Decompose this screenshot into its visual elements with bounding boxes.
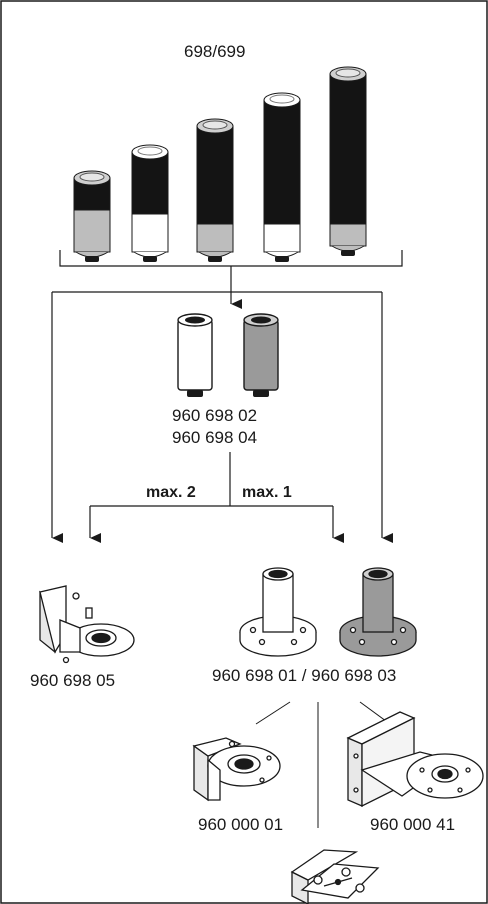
series-title: 698/699	[184, 42, 246, 61]
mounting-plate-image	[290, 849, 380, 904]
signal-tower-2	[131, 144, 169, 262]
tube-base-white	[239, 567, 317, 657]
tube-base-part-numbers: 960 698 01 / 960 698 03	[212, 666, 397, 685]
wall-arm-part-number: 960 000 41	[370, 815, 456, 834]
wall-bracket-part-number: 960 698 05	[30, 671, 116, 690]
adapter-white	[177, 313, 213, 397]
signal-tower-4	[263, 92, 301, 262]
adapter-part-number-1: 960 698 02	[172, 406, 258, 425]
wall-arm-image	[346, 711, 484, 808]
max-right-label: max. 1	[242, 484, 292, 501]
signal-tower-3	[196, 118, 234, 262]
adapter-grey	[243, 313, 279, 397]
towers-bracket	[59, 250, 403, 309]
angle-bracket-part-number: 960 000 01	[198, 815, 284, 834]
tube-base-grey	[339, 567, 417, 657]
distribution-lines	[51, 291, 393, 543]
max-branch-lines	[89, 452, 344, 543]
angle-bracket-image	[192, 737, 281, 802]
signal-tower-5	[329, 66, 367, 256]
adapter-part-number-2: 960 698 04	[172, 428, 258, 447]
max-left-label: max. 2	[146, 484, 196, 501]
wall-bracket-image	[39, 585, 135, 664]
signal-tower-1	[73, 170, 111, 262]
